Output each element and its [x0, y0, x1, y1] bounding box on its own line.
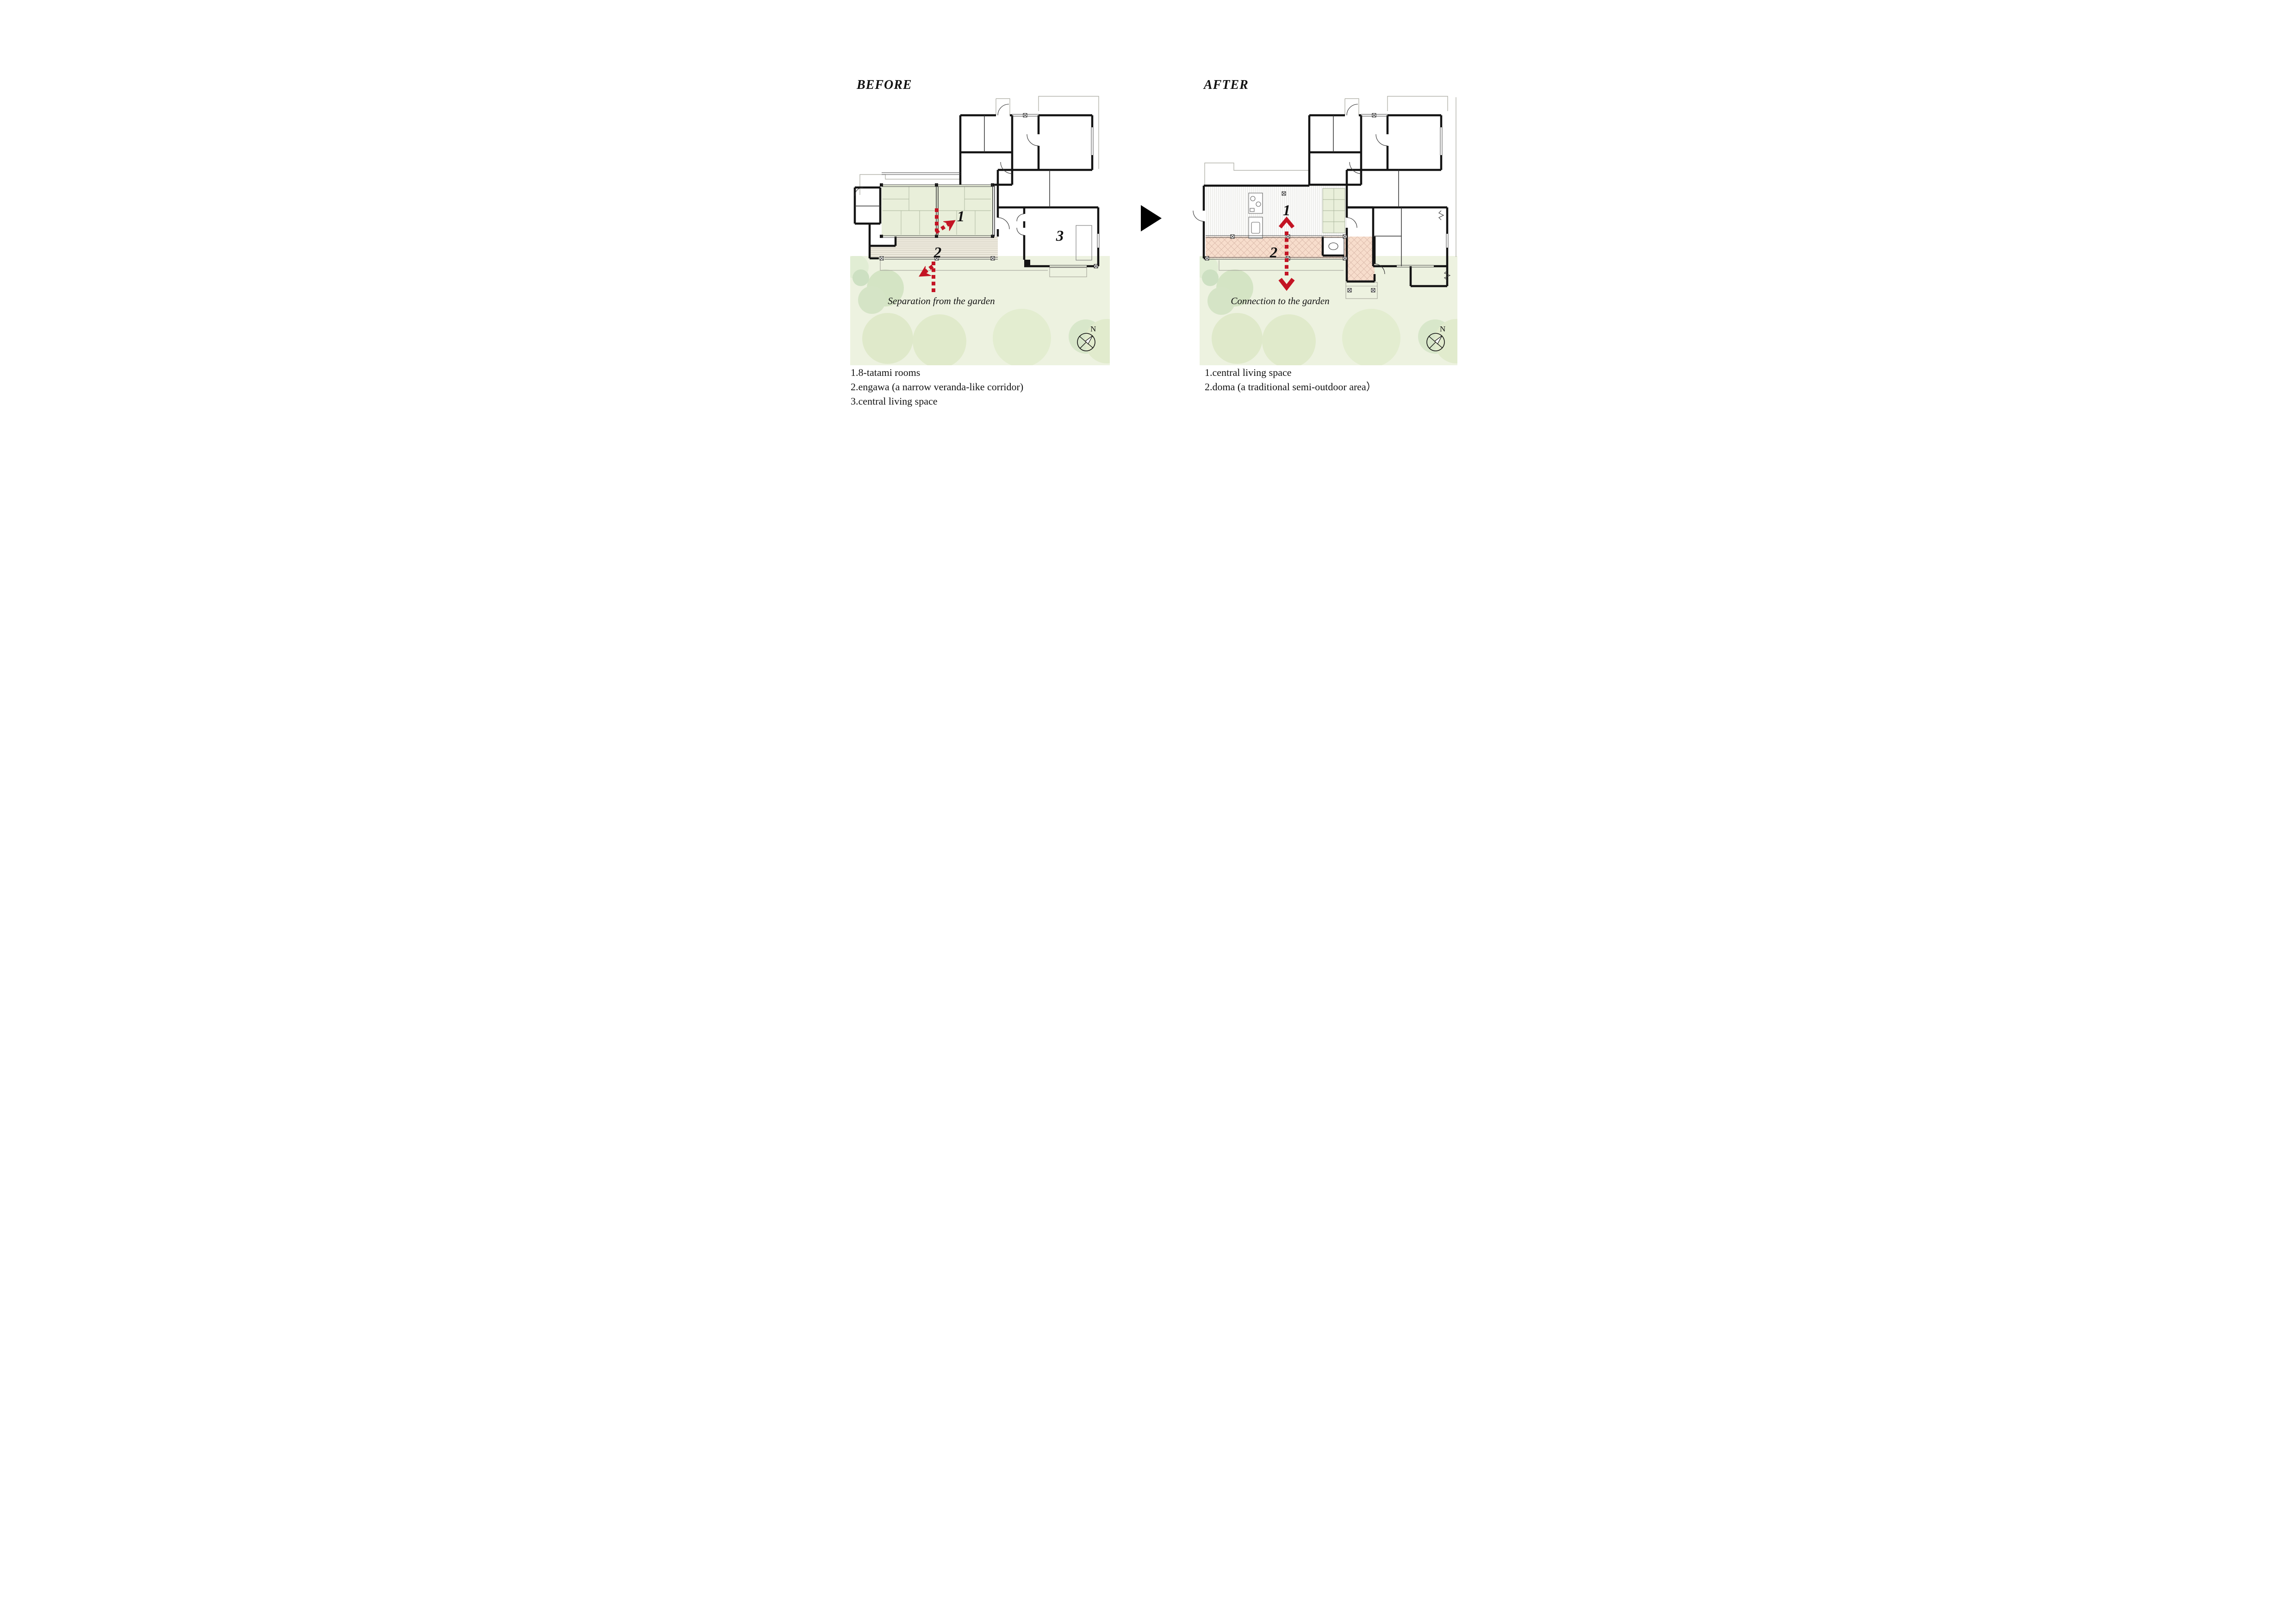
- diagram-page: 1 2 3 Separation from the garden N: [790, 0, 1506, 506]
- after-partitions: [1332, 115, 1402, 266]
- before-to-after-arrow-icon: [1140, 205, 1162, 231]
- engawa-alcove: [870, 237, 895, 245]
- after-north-compass: [1426, 333, 1445, 351]
- after-walls: [1202, 114, 1448, 287]
- before-walls: [853, 114, 1099, 268]
- before-legend: 1.8-tatami rooms 2.engawa (a narrow vera…: [851, 367, 1023, 407]
- floorplan-diagram: 1 2 3 Separation from the garden N: [850, 78, 1457, 407]
- legend-line: 2.doma (a traditional semi-outdoor area）: [1205, 381, 1376, 393]
- before-label-tatami: 1: [957, 208, 964, 225]
- before-eaves-outline: [859, 96, 1099, 277]
- before-flow-arrow-interior: [934, 208, 958, 234]
- zigzag-symbol: [1438, 210, 1444, 220]
- after-title: AFTER: [1203, 78, 1249, 92]
- before-label-living: 3: [1055, 228, 1064, 244]
- legend-line: 1.8-tatami rooms: [851, 367, 920, 378]
- after-compass-n: N: [1440, 325, 1445, 333]
- after-garden: [1199, 256, 1457, 365]
- zigzag-symbol: [1444, 270, 1450, 281]
- after-label-doma: 2: [1269, 244, 1277, 261]
- before-title: BEFORE: [856, 78, 912, 92]
- after-kitchen-island: [1248, 193, 1263, 239]
- north-arrow-icon: [1084, 335, 1093, 344]
- sink-icon: [1328, 242, 1338, 250]
- before-caption: Separation from the garden: [888, 295, 995, 306]
- after-legend: 1.central living space 2.doma (a traditi…: [1205, 367, 1376, 393]
- after-label-living: 1: [1282, 202, 1290, 219]
- legend-line: 3.central living space: [851, 395, 938, 407]
- before-flow-arrow-garden: [915, 262, 935, 293]
- after-toilet-nook: [1322, 237, 1344, 256]
- before-doors: [854, 104, 1039, 236]
- after-tatami-platform: [1322, 188, 1345, 233]
- before-compass-n: N: [1090, 325, 1096, 333]
- legend-line: 1.central living space: [1205, 367, 1292, 378]
- before-north-compass: [1076, 333, 1095, 351]
- legend-line: 2.engawa (a narrow veranda-like corridor…: [851, 381, 1023, 393]
- after-caption: Connection to the garden: [1231, 295, 1329, 306]
- after-plan: 1 2 Connection to the garden N: [1192, 96, 1457, 365]
- after-doors: [1192, 104, 1450, 281]
- furniture: [1075, 225, 1092, 261]
- before-garden-trees: [850, 256, 1110, 365]
- before-label-engawa: 2: [933, 244, 941, 261]
- after-flow-arrow: [1278, 216, 1295, 291]
- before-garden: [850, 256, 1110, 365]
- before-windows: [881, 114, 1099, 268]
- before-plan: 1 2 3 Separation from the garden N: [850, 96, 1110, 365]
- after-windows: [1205, 114, 1448, 281]
- tatami-mat-lines: [882, 187, 991, 235]
- before-engawa: [869, 237, 998, 258]
- north-arrow-icon: [1434, 335, 1443, 344]
